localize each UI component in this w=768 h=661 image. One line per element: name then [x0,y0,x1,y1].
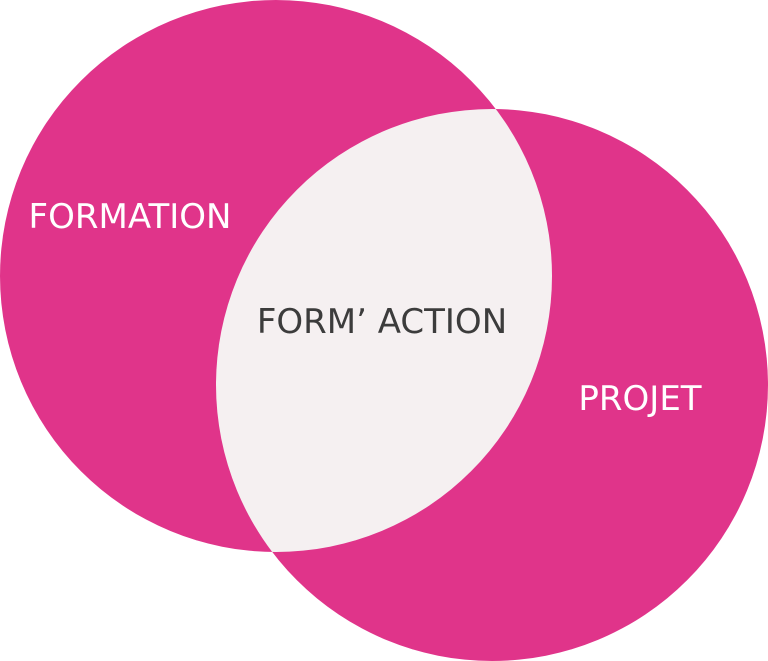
formation-label: FORMATION [29,197,232,237]
intersection-lens [216,109,552,552]
intersection-label: FORM’ ACTION [257,302,507,342]
projet-label: PROJET [578,379,701,419]
